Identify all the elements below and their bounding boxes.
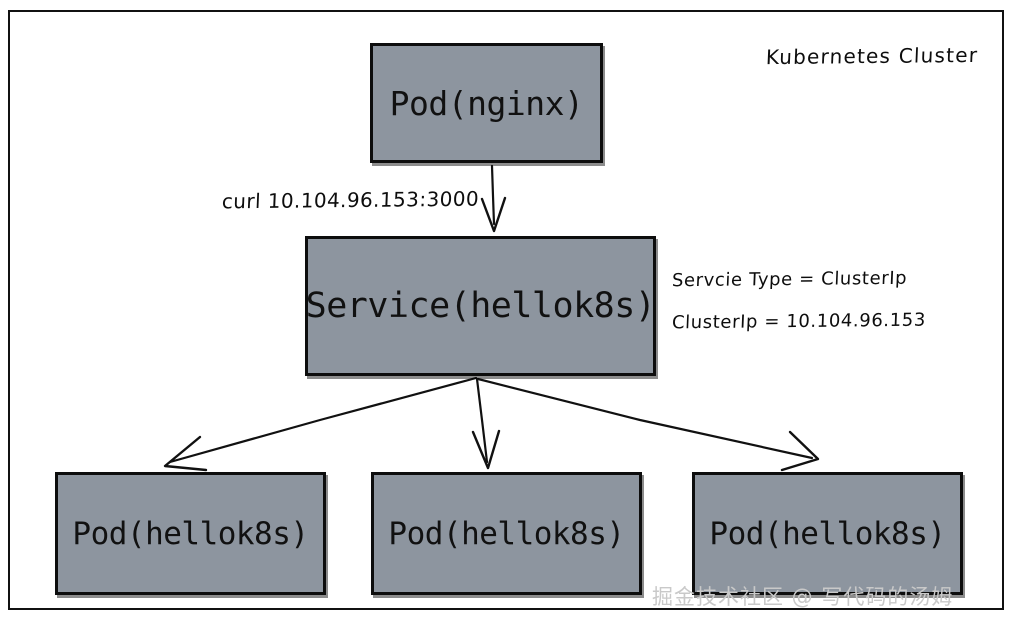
node-pod-hellok8s-1-label: Pod(hellok8s): [72, 515, 309, 552]
annotation-cluster-ip: ClusterIp = 10.104.96.153: [671, 309, 927, 334]
node-pod-nginx-label: Pod(nginx): [389, 83, 584, 123]
node-pod-hellok8s-2: Pod(hellok8s): [371, 472, 642, 595]
watermark: 掘金技术社区 @ 写代码的汤姆: [652, 585, 954, 609]
edge-label-curl-command: curl 10.104.96.153:3000: [221, 186, 480, 214]
node-pod-hellok8s-3-label: Pod(hellok8s): [709, 515, 946, 552]
kubernetes-cluster-frame: [8, 10, 1004, 610]
node-pod-hellok8s-1: Pod(hellok8s): [55, 472, 326, 595]
node-pod-hellok8s-2-label: Pod(hellok8s): [388, 515, 625, 552]
node-service-label: Service(hellok8s): [305, 286, 656, 326]
annotation-service-type: Servcie Type = ClusterIp: [671, 267, 908, 292]
cluster-title: Kubernetes Cluster: [765, 42, 979, 70]
node-pod-hellok8s-3: Pod(hellok8s): [692, 472, 963, 595]
node-pod-nginx: Pod(nginx): [370, 43, 603, 163]
node-service-hellok8s: Service(hellok8s): [305, 236, 656, 376]
